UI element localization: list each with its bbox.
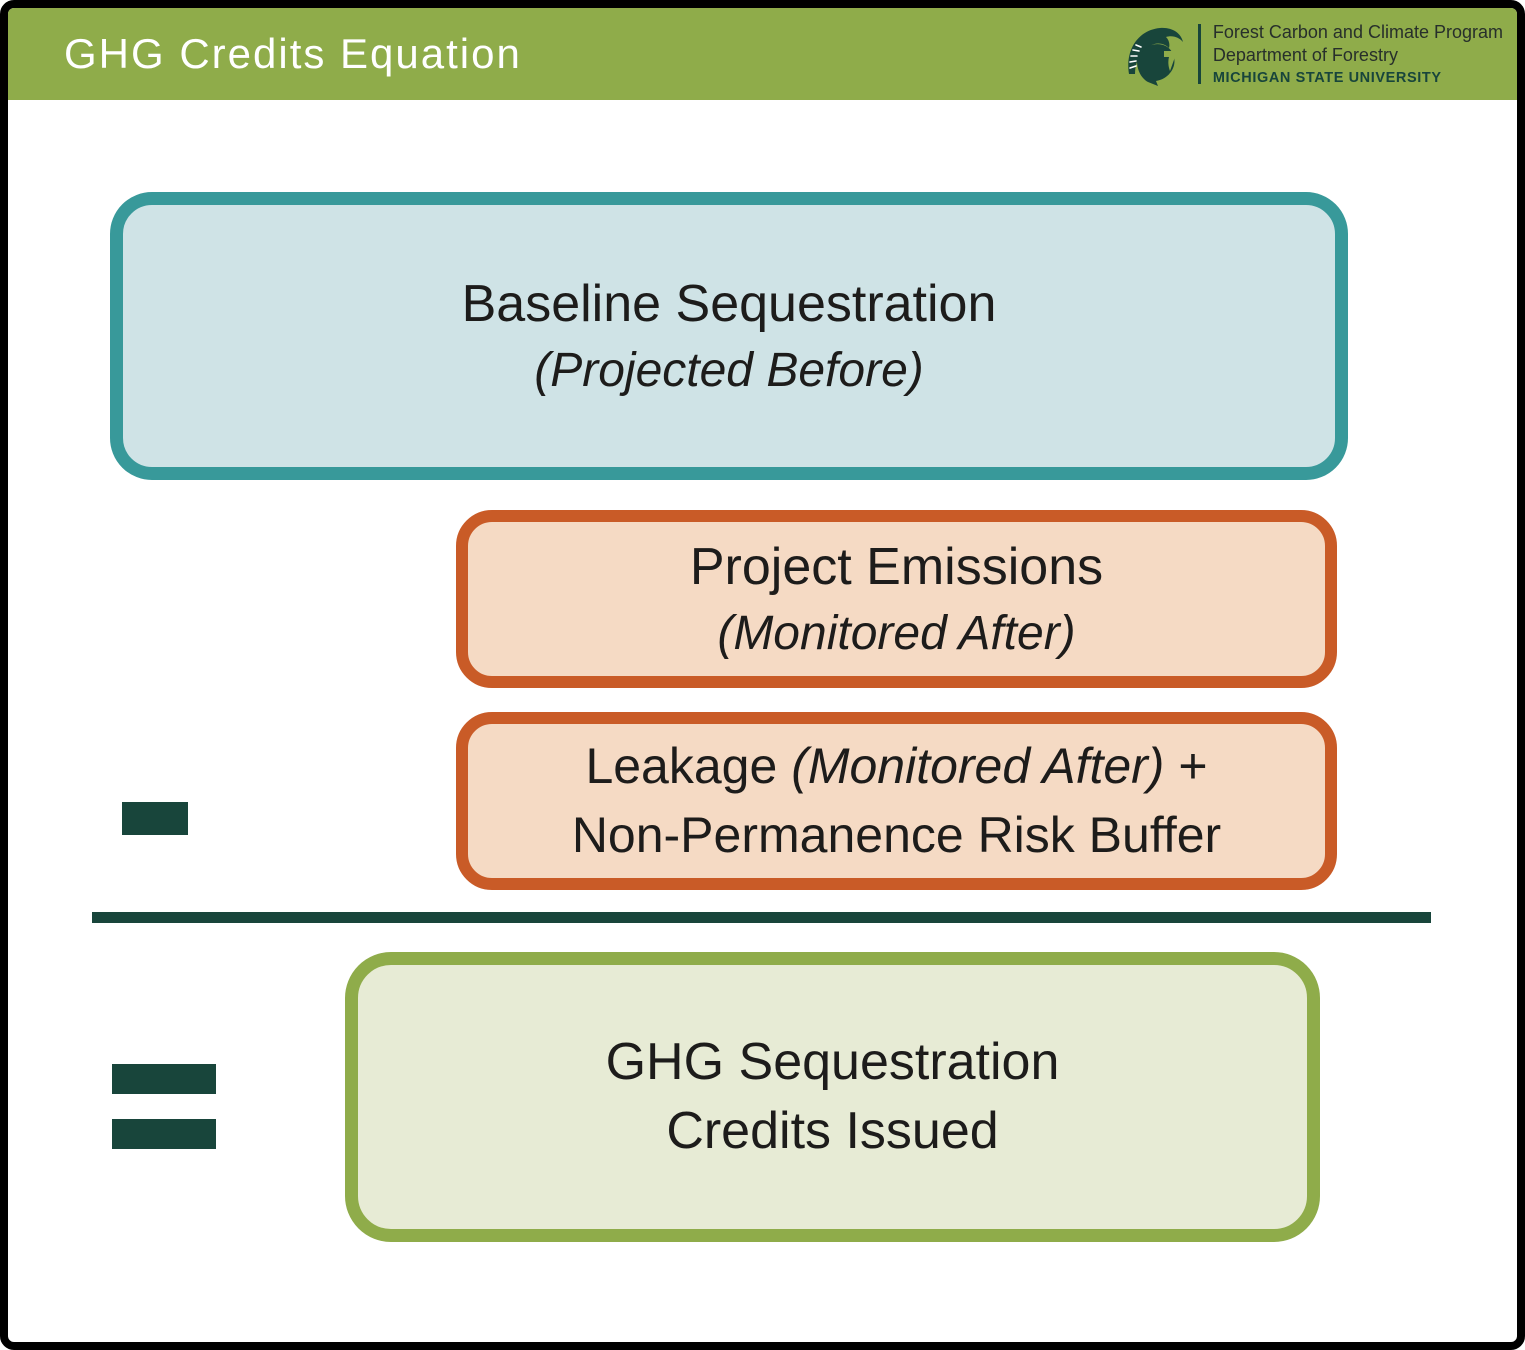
minus-operator: [122, 802, 188, 835]
leakage-line2: Non-Permanence Risk Buffer: [571, 807, 1222, 863]
msu-spartan-helmet-icon: [1128, 27, 1183, 86]
logo-program-name: Forest Carbon and Climate Program: [1212, 21, 1503, 42]
logo-department-name: Department of Forestry: [1212, 44, 1398, 65]
ghg-credits-result-box: GHG Sequestration Credits Issued: [345, 952, 1320, 1242]
equals-bar-bottom: [112, 1119, 216, 1149]
project-emissions-title: Project Emissions: [689, 538, 1104, 596]
result-line2: Credits Issued: [666, 1102, 999, 1160]
leakage-line1: Leakage (Monitored After) +: [585, 732, 1207, 801]
baseline-title: Baseline Sequestration: [461, 275, 997, 333]
logo-university-name: MICHIGAN STATE UNIVERSITY: [1212, 69, 1442, 86]
equals-operator: [112, 1064, 216, 1149]
header-bar: GHG Credits Equation Forest Carbon and C…: [8, 8, 1517, 100]
logo-divider-rule: [1197, 24, 1201, 84]
project-emissions-box: Project Emissions (Monitored After): [456, 510, 1337, 688]
baseline-subtitle: (Projected Before): [534, 343, 924, 397]
logo-text-block: Forest Carbon and Climate Program Depart…: [1213, 21, 1503, 88]
leakage-monitored-after: (Monitored After): [791, 738, 1165, 794]
equation-divider-line: [92, 912, 1431, 923]
page-title: GHG Credits Equation: [64, 30, 522, 77]
msu-logo-block: Forest Carbon and Climate Program Depart…: [1122, 19, 1503, 89]
baseline-sequestration-box: Baseline Sequestration (Projected Before…: [110, 192, 1348, 480]
equals-bar-top: [112, 1064, 216, 1094]
result-line1: GHG Sequestration: [605, 1033, 1060, 1092]
leakage-prefix: Leakage: [585, 738, 792, 794]
project-emissions-subtitle: (Monitored After): [717, 606, 1076, 660]
leakage-plus-suffix: +: [1164, 738, 1208, 794]
leakage-risk-buffer-box: Leakage (Monitored After) + Non-Permanen…: [456, 712, 1337, 890]
